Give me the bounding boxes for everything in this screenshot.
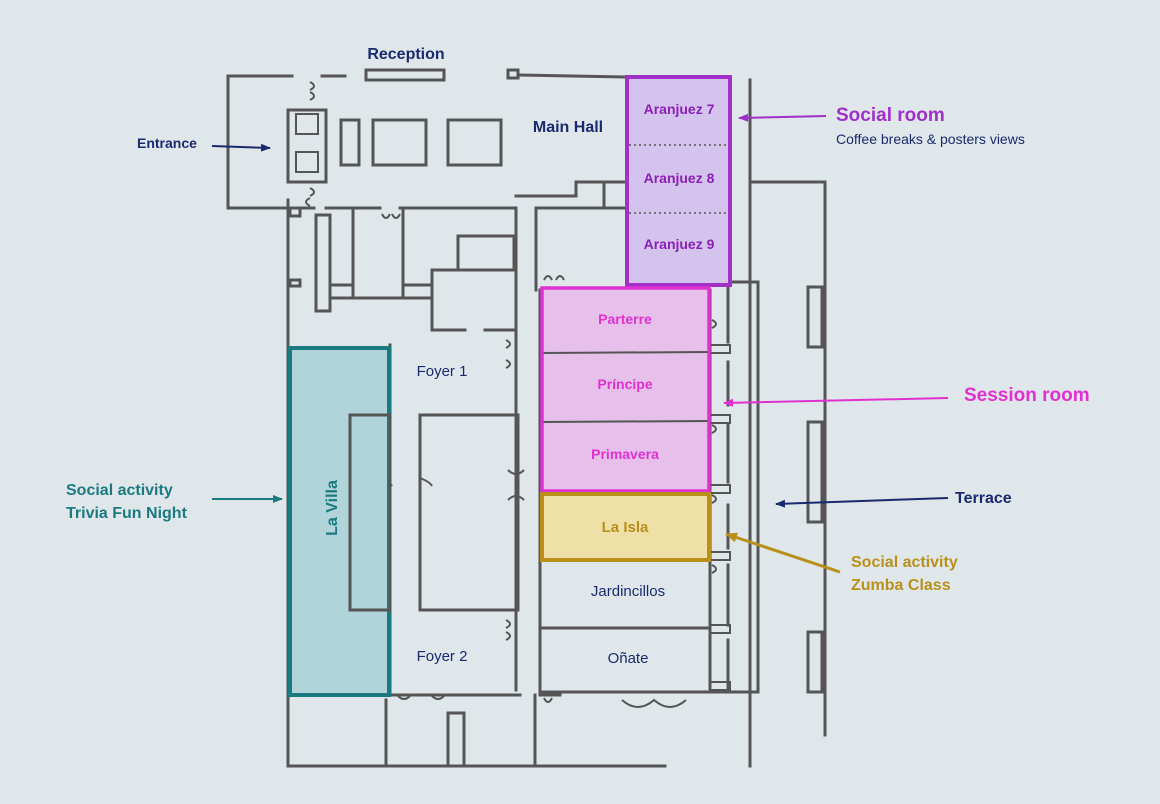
terrace-label: Terrace	[955, 490, 1012, 507]
la-villa-label: La Villa	[324, 480, 341, 536]
aranjuez-7-label: Aranjuez 7	[644, 101, 715, 117]
room-aranjuez-9[interactable]	[627, 213, 730, 285]
session-room-outline	[540, 286, 711, 493]
trivia-label-line2: Trivia Fun Night	[66, 505, 188, 522]
jardincillos-label: Jardincillos	[591, 583, 665, 600]
trivia-label-line1: Social activity	[66, 482, 173, 499]
session-divider-2	[541, 420, 710, 423]
parterre-label: Parterre	[598, 311, 652, 327]
primavera-label: Primavera	[591, 446, 659, 462]
session-divider-1	[541, 351, 710, 354]
entrance-label: Entrance	[137, 135, 197, 151]
session-room-title: Session room	[964, 385, 1090, 406]
entrance-arrow	[211, 143, 271, 152]
room-parterre[interactable]	[542, 288, 709, 353]
principe-label: Príncipe	[597, 376, 652, 392]
terrace-arrow	[775, 497, 949, 508]
room-primavera[interactable]	[542, 422, 709, 491]
room-aranjuez-8[interactable]	[627, 145, 730, 213]
room-aranjuez-7[interactable]	[627, 77, 730, 145]
la-isla-label: La Isla	[602, 519, 649, 536]
room-principe[interactable]	[542, 353, 709, 422]
social-room-subtitle: Coffee breaks & posters views	[836, 131, 1025, 147]
zumba-arrow	[725, 532, 841, 574]
foyer-1-label: Foyer 1	[417, 363, 468, 380]
aranjuez-9-label: Aranjuez 9	[644, 236, 715, 252]
reception-label: Reception	[367, 46, 444, 63]
room-la-villa[interactable]	[288, 346, 391, 697]
zumba-label-line1: Social activity	[851, 554, 958, 571]
main-hall-label: Main Hall	[533, 119, 603, 136]
social-room-outline	[625, 75, 732, 287]
room-la-isla[interactable]	[540, 492, 711, 562]
foyer-2-label: Foyer 2	[417, 648, 468, 665]
aranjuez-8-label: Aranjuez 8	[644, 170, 715, 186]
session-room-arrow	[723, 397, 949, 407]
social-room-title: Social room	[836, 105, 945, 126]
zumba-label-line2: Zumba Class	[851, 577, 951, 594]
onate-label: Oñate	[608, 650, 649, 667]
la-villa-inner-wall	[348, 413, 392, 612]
social-room-arrow	[738, 113, 827, 122]
